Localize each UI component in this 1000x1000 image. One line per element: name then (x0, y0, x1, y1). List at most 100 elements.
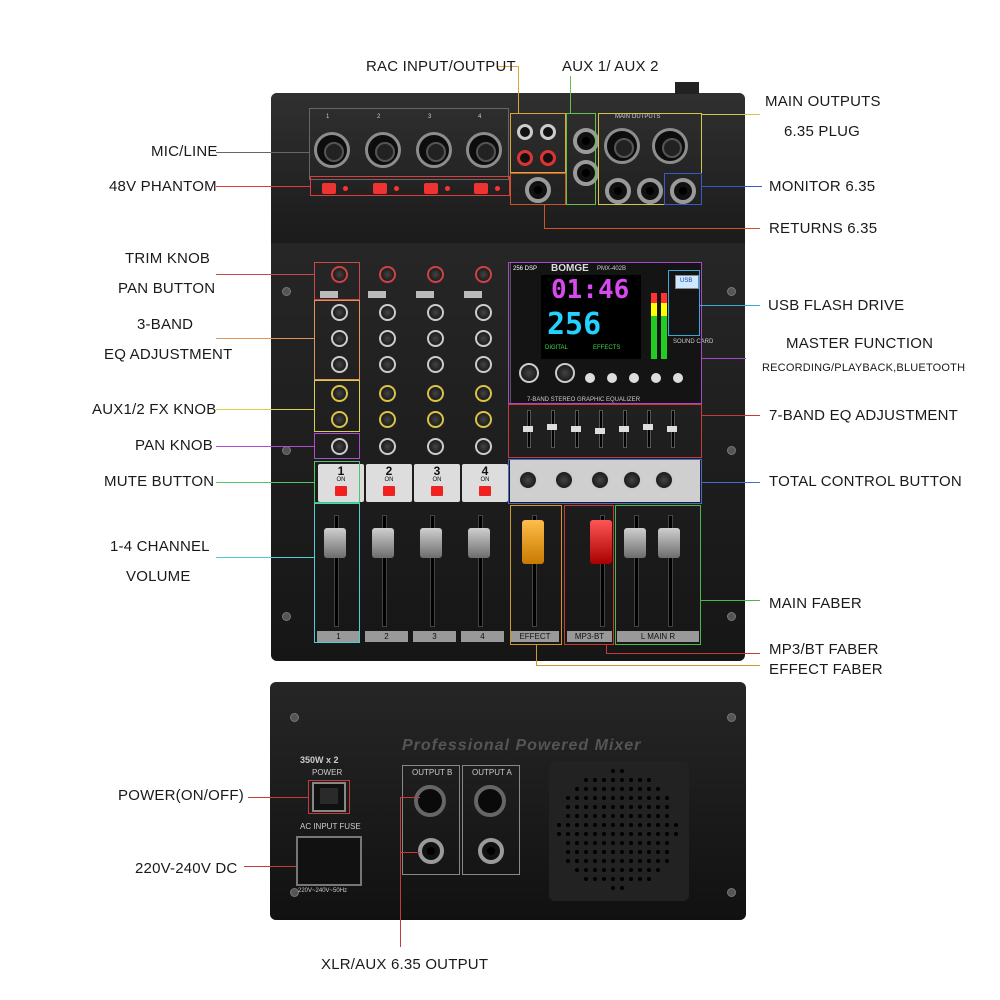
main-fader-l[interactable] (624, 528, 646, 558)
lcd-screen: 01:46 256 DIGITAL EFFECTS (541, 275, 641, 359)
main-fader-r[interactable] (658, 528, 680, 558)
aux2-knob-3[interactable] (427, 411, 444, 428)
power-switch[interactable] (312, 782, 346, 812)
aux1-knob-3[interactable] (427, 385, 444, 402)
speaker-out-a[interactable] (474, 785, 506, 817)
rca-input-white[interactable] (517, 124, 533, 140)
phone-knob[interactable] (654, 470, 674, 490)
aux1-knob-1[interactable] (331, 385, 348, 402)
pan-button-2[interactable] (368, 291, 386, 298)
eq-high-knob-2[interactable] (379, 304, 396, 321)
trim-knob-3[interactable] (427, 266, 444, 283)
phantom-button-4[interactable] (474, 183, 488, 194)
mute-button-1[interactable]: 1 ON (318, 464, 364, 502)
geq-slider-2[interactable] (547, 424, 557, 430)
geq-slider-3[interactable] (571, 426, 581, 432)
geq-slider-1[interactable] (523, 426, 533, 432)
main-plug-out-l[interactable] (605, 178, 631, 204)
leader-xlr-h2 (400, 852, 420, 853)
leader-mainf (701, 600, 760, 601)
eq-high-knob-1[interactable] (331, 304, 348, 321)
returns-knob[interactable] (590, 470, 610, 490)
eq-low-knob-4[interactable] (475, 356, 492, 373)
eq-mid-knob-1[interactable] (331, 330, 348, 347)
fan-hole (611, 841, 615, 845)
parameter-knob[interactable] (555, 363, 575, 383)
trim-knob-2[interactable] (379, 266, 396, 283)
fan-hole (656, 841, 660, 845)
phantom-button-1[interactable] (322, 183, 336, 194)
geq-slider-7[interactable] (667, 426, 677, 432)
aux2-knob-4[interactable] (475, 411, 492, 428)
xlr-input-2[interactable] (365, 132, 401, 168)
phantom-button-3[interactable] (424, 183, 438, 194)
pan-button-1[interactable] (320, 291, 338, 298)
rca-output-white[interactable] (540, 124, 556, 140)
eq-high-knob-3[interactable] (427, 304, 444, 321)
pan-button-4[interactable] (464, 291, 482, 298)
main-xlr-out-l[interactable] (604, 128, 640, 164)
pan-knob-2[interactable] (379, 438, 396, 455)
line-out-b[interactable] (418, 838, 444, 864)
returns-jack[interactable] (525, 177, 551, 203)
eq-mid-knob-2[interactable] (379, 330, 396, 347)
xlr-input-3[interactable] (416, 132, 452, 168)
next-button[interactable] (651, 373, 661, 383)
pan-knob-1[interactable] (331, 438, 348, 455)
channel-fader-4[interactable] (468, 528, 490, 558)
pan-button-3[interactable] (416, 291, 434, 298)
aux-1-jack[interactable] (573, 128, 599, 154)
fan-hole (575, 850, 579, 854)
output-level-knob[interactable] (622, 470, 642, 490)
aux2-knob-2[interactable] (379, 411, 396, 428)
channel-fader-2[interactable] (372, 528, 394, 558)
mute-button-4[interactable]: 4 ON (462, 464, 508, 502)
trim-knob-4[interactable] (475, 266, 492, 283)
aux1-knob-2[interactable] (379, 385, 396, 402)
line-out-a[interactable] (478, 838, 504, 864)
usb-port[interactable]: USB (675, 275, 699, 289)
eq-mid-knob-3[interactable] (427, 330, 444, 347)
pan-knob-3[interactable] (427, 438, 444, 455)
program-knob[interactable] (519, 363, 539, 383)
screw (727, 888, 736, 897)
monitor-jack[interactable] (670, 178, 696, 204)
fan-hole (584, 850, 588, 854)
mute-button-2[interactable]: 2 ON (366, 464, 412, 502)
channel-fader-1[interactable] (324, 528, 346, 558)
eq-mid-knob-4[interactable] (475, 330, 492, 347)
fan-hole (620, 787, 624, 791)
eq-high-knob-4[interactable] (475, 304, 492, 321)
play-button[interactable] (629, 373, 639, 383)
aux2-knob-1[interactable] (331, 411, 348, 428)
effect-fader[interactable] (522, 520, 544, 564)
main-plug-out-r[interactable] (637, 178, 663, 204)
mute-button-3[interactable]: 3 ON (414, 464, 460, 502)
main-xlr-out-r[interactable] (652, 128, 688, 164)
trim-knob-1[interactable] (331, 266, 348, 283)
aux2-master-knob[interactable] (554, 470, 574, 490)
fan-hole (611, 877, 615, 881)
ac-input-socket[interactable] (296, 836, 362, 886)
geq-slider-6[interactable] (643, 424, 653, 430)
aux1-knob-4[interactable] (475, 385, 492, 402)
channel-fader-3[interactable] (420, 528, 442, 558)
rca-output-red[interactable] (540, 150, 556, 166)
geq-slider-4[interactable] (595, 428, 605, 434)
prev-button[interactable] (607, 373, 617, 383)
mode-button[interactable] (673, 373, 683, 383)
play-mode-button[interactable] (585, 373, 595, 383)
phantom-button-2[interactable] (373, 183, 387, 194)
speaker-out-b[interactable] (414, 785, 446, 817)
aux1-master-knob[interactable] (518, 470, 538, 490)
mp3-bt-fader[interactable] (590, 520, 612, 564)
xlr-input-1[interactable] (314, 132, 350, 168)
rca-input-red[interactable] (517, 150, 533, 166)
eq-low-knob-1[interactable] (331, 356, 348, 373)
geq-slider-5[interactable] (619, 426, 629, 432)
aux-2-jack[interactable] (573, 160, 599, 186)
pan-knob-4[interactable] (475, 438, 492, 455)
eq-low-knob-3[interactable] (427, 356, 444, 373)
eq-low-knob-2[interactable] (379, 356, 396, 373)
xlr-input-4[interactable] (466, 132, 502, 168)
